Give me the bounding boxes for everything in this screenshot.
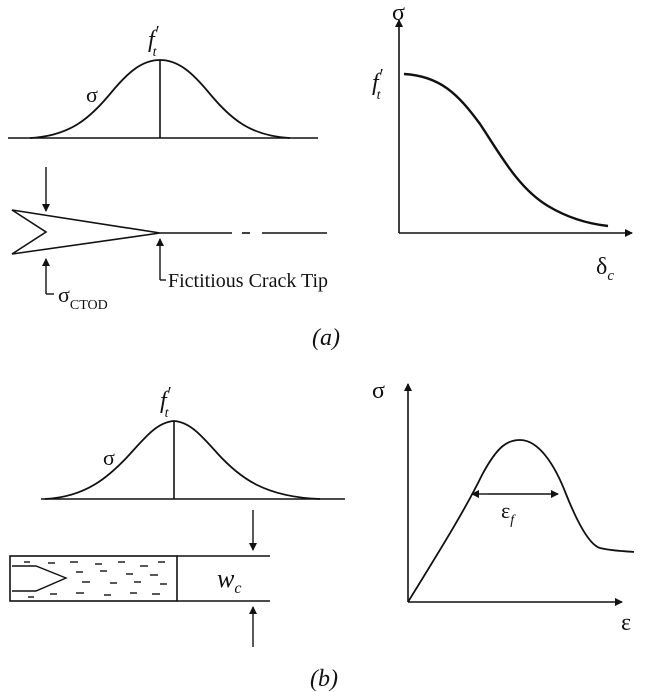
caption-b: (b) [310, 666, 338, 692]
process-zone-sketch-b: wc [9, 510, 270, 647]
crack-opening [11, 209, 161, 255]
stress-strain-curve [407, 439, 635, 603]
strain-label: εf [501, 498, 516, 528]
softening-curve [403, 72, 609, 228]
crack-notch [12, 565, 68, 592]
stress-distribution-b: σ f′t [41, 383, 345, 500]
stress-symbol: σ [86, 82, 98, 107]
x-axis-label: ε [621, 610, 631, 636]
panel-b: σ f′t [9, 378, 635, 692]
y-peak-label: f′t [372, 65, 384, 103]
panel-a: σ f′t σCTOD Fictitious Crack Tip σ f′t δ… [8, 0, 633, 351]
stress-distribution-a: σ f′t [8, 22, 318, 139]
bell-curve [44, 420, 321, 500]
stress-strain-plot-b: σ εf ε [372, 378, 635, 636]
x-axis-label: δc [596, 254, 614, 284]
crack-tip-label: Fictitious Crack Tip [168, 270, 328, 292]
width-label: wc [217, 564, 241, 597]
stress-symbol: σ [103, 445, 115, 470]
crack-sketch-a: σCTOD Fictitious Crack Tip [11, 167, 328, 313]
caption-a: (a) [312, 325, 340, 351]
peak-label: f′t [160, 383, 172, 421]
specimen-band [9, 555, 178, 602]
ctod-label: σCTOD [58, 282, 108, 313]
y-axis-label: σ [372, 378, 385, 404]
microcracks [24, 561, 167, 598]
peak-label: f′t [148, 22, 160, 60]
y-axis-label: σ [392, 0, 405, 26]
softening-plot-a: σ f′t δc [372, 0, 633, 284]
